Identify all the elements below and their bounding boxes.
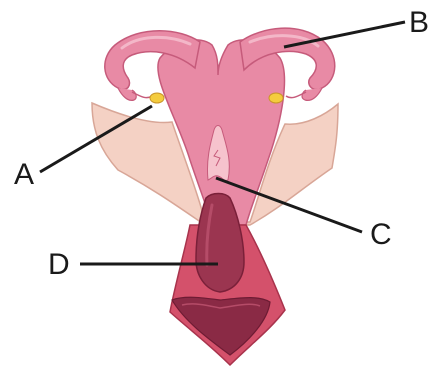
- right-fimbriae: [302, 88, 322, 100]
- left-fimbriae: [118, 88, 136, 100]
- right-ovary: [269, 93, 283, 103]
- label-d: D: [48, 250, 70, 280]
- left-ovary: [150, 93, 164, 103]
- label-a: A: [14, 160, 34, 190]
- label-b: B: [409, 8, 429, 38]
- label-c: C: [370, 220, 392, 250]
